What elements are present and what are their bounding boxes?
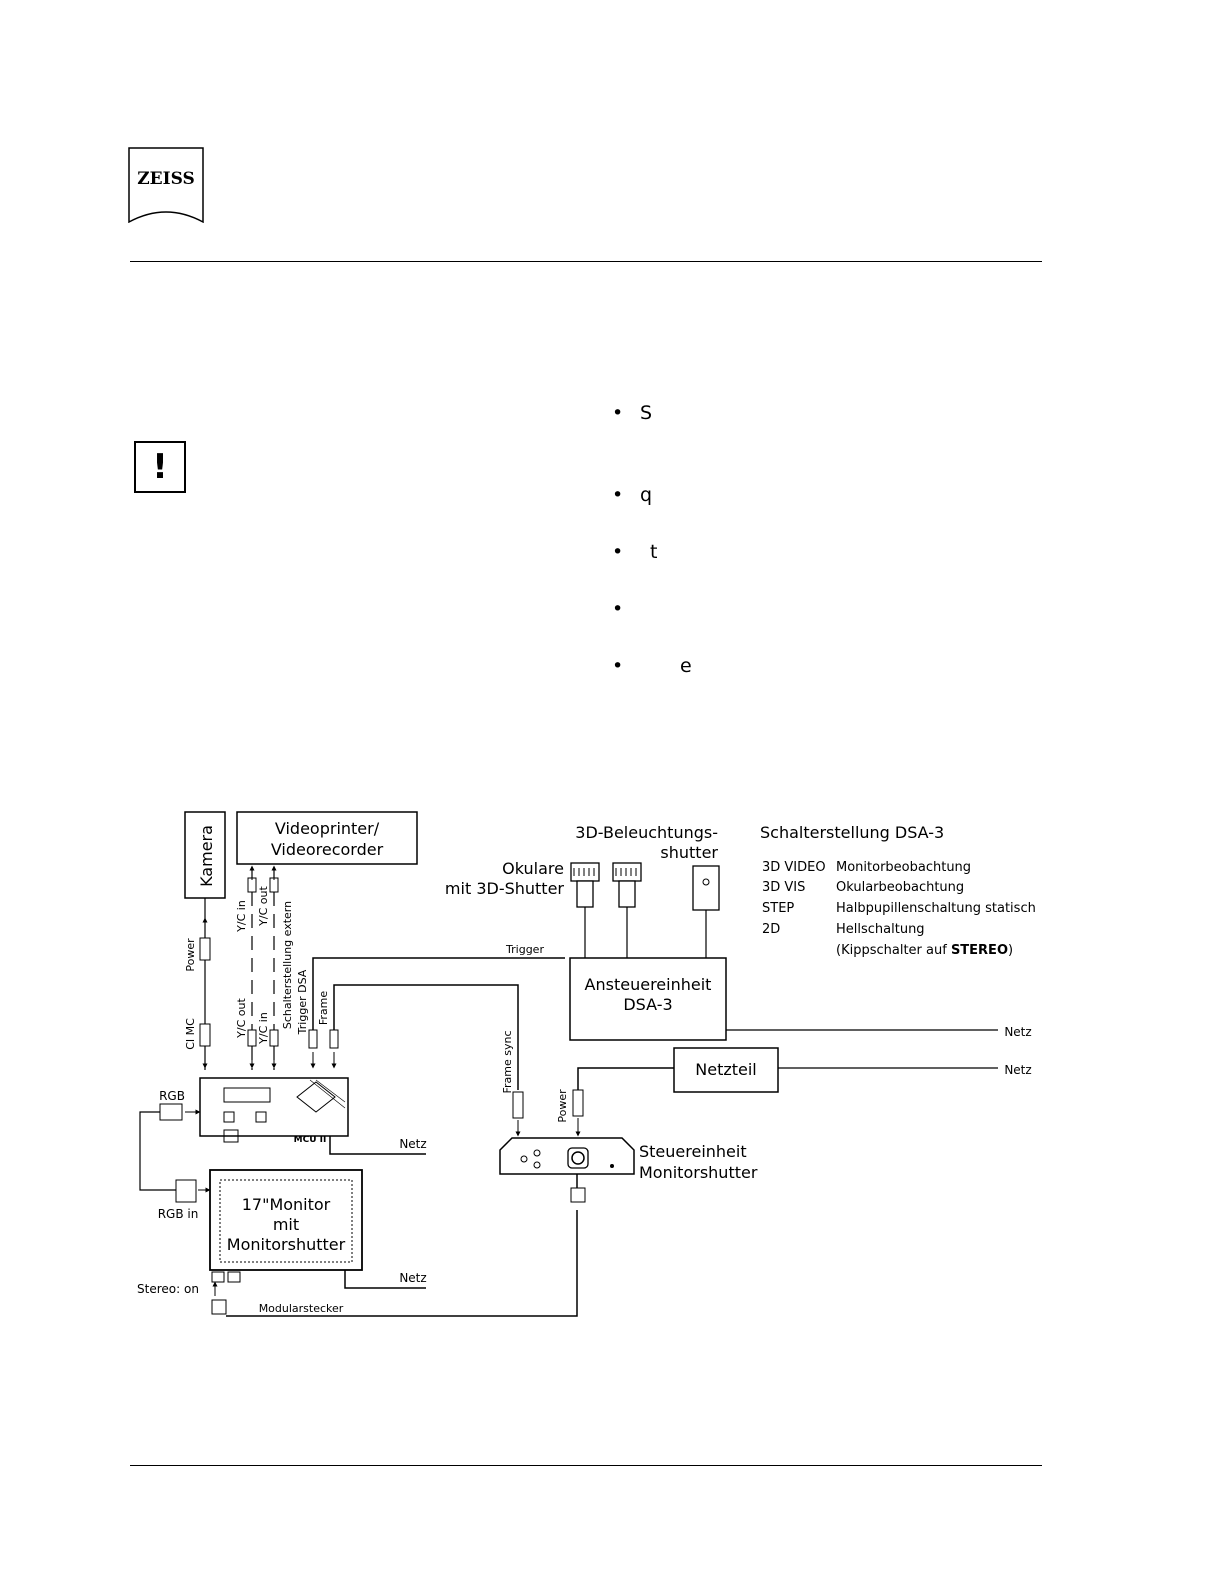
list-item: •S <box>612 402 653 424</box>
list-item: •t <box>612 541 658 563</box>
trigger-dsa-label: Trigger DSA <box>296 969 309 1035</box>
okulare-label-1: Okulare <box>502 859 564 878</box>
ansteuer-label-1: Ansteuereinheit <box>585 975 712 994</box>
netzteil-label: Netzteil <box>695 1060 757 1079</box>
monitor-label-1: 17"Monitor <box>242 1195 331 1214</box>
switch-table-title: Schalterstellung DSA-3 <box>760 823 944 842</box>
yc-out-bottom-label: Y/C out <box>235 998 248 1039</box>
switch-value-3: Hellschaltung <box>836 922 925 937</box>
monitor-netz-cable <box>344 1270 426 1289</box>
ansteuereinheit-box <box>569 957 727 1041</box>
ansteuer-label-2: DSA-3 <box>623 995 672 1014</box>
power-steuer-label: Power <box>556 1089 569 1123</box>
camera-label: Kamera <box>197 825 216 887</box>
list-item: •q <box>612 484 653 506</box>
schalter-extern-label: Schalterstellung extern <box>281 901 294 1029</box>
steuer-label-2: Monitorshutter <box>639 1163 758 1182</box>
rgb-cable <box>139 1111 176 1191</box>
modularstecker-label: Modularstecker <box>259 1302 344 1315</box>
list-item: • <box>612 598 624 620</box>
steuereinheit-box <box>499 1137 635 1175</box>
netz-1-label: Netz <box>1004 1025 1031 1039</box>
switch-note: (Kippschalter auf STEREO) <box>836 943 1013 958</box>
header-rule <box>130 261 1042 262</box>
switch-value-1: Okularbeobachtung <box>836 880 964 895</box>
netz-2-label: Netz <box>1004 1063 1031 1077</box>
power-connector <box>199 937 211 961</box>
switch-key-0: 3D VIDEO <box>762 860 826 875</box>
beleuchtung-label-1: 3D-Beleuchtungs- <box>575 823 718 842</box>
switch-key-3: 2D <box>762 922 780 937</box>
mcu-box <box>199 1077 349 1137</box>
stereo-on-label: Stereo: on <box>137 1282 199 1296</box>
power-cable <box>577 1067 674 1090</box>
rgb-label: RGB <box>159 1089 185 1103</box>
netz-mcu-label: Netz <box>399 1137 426 1151</box>
ci-mc-connector <box>199 1023 211 1047</box>
netz-monitor-label: Netz <box>399 1271 426 1285</box>
trigger-label: Trigger <box>505 943 544 956</box>
power-camera-label: Power <box>184 938 197 972</box>
monitor-label-2: mit <box>273 1215 299 1234</box>
rgb-in-label: RGB in <box>158 1207 199 1221</box>
footer-rule <box>130 1465 1042 1466</box>
steuer-label-1: Steuereinheit <box>639 1142 747 1161</box>
okulare-label-2: mit 3D-Shutter <box>445 879 564 898</box>
exclamation-icon: ! <box>134 441 186 493</box>
modular-cable <box>226 1210 578 1317</box>
switch-value-0: Monitorbeobachtung <box>836 860 971 875</box>
logo-text: ZEISS <box>137 169 195 189</box>
videoprinter-box <box>236 811 418 865</box>
frame-label: Frame <box>317 991 330 1026</box>
switch-key-2: STEP <box>762 901 794 916</box>
list-item: •e <box>612 655 692 677</box>
yc-in-bottom-label: Y/C in <box>257 1012 270 1045</box>
ci-mc-label: CI MC <box>184 1018 197 1050</box>
switch-value-2: Halbpupillenschaltung statisch <box>836 901 1036 916</box>
yc-out-top-label: Y/C out <box>257 886 270 927</box>
yc-in-top-label: Y/C in <box>235 900 248 933</box>
netzteil-box <box>673 1047 779 1093</box>
rgb-connector <box>159 1103 183 1121</box>
frame-cable <box>333 984 519 1090</box>
switch-key-1: 3D VIS <box>762 880 805 895</box>
mcu-netz-cable <box>329 1136 426 1155</box>
mcu-label: MCU II <box>294 1135 327 1145</box>
zeiss-logo-icon: ZEISS <box>128 147 204 224</box>
rgb-in-connector <box>175 1179 197 1203</box>
monitor-label-3: Monitorshutter <box>227 1235 346 1254</box>
videoprinter-label-2: Videorecorder <box>271 840 384 859</box>
videoprinter-label-1: Videoprinter/ <box>275 819 380 838</box>
beleuchtung-label-2: shutter <box>660 843 718 862</box>
modular-plug <box>211 1299 227 1315</box>
trigger-cable <box>312 957 565 1036</box>
frame-sync-label: Frame sync <box>501 1030 514 1093</box>
illumination-shutter <box>692 865 720 911</box>
